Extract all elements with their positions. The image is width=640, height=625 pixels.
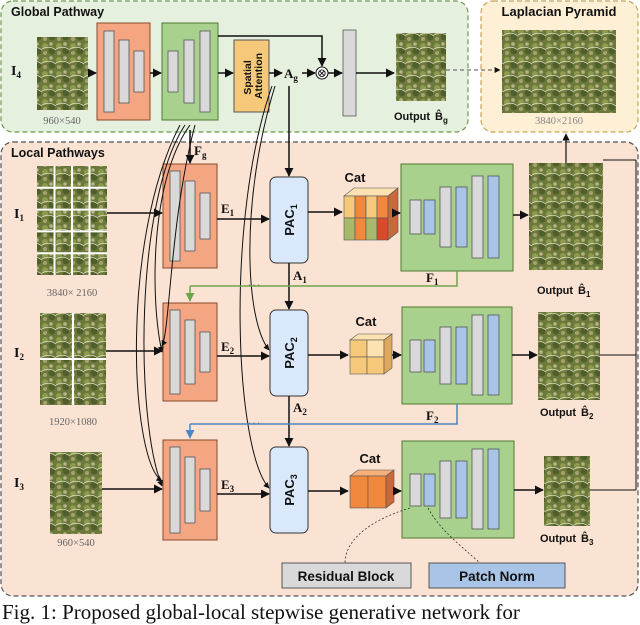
laplacian-res: 3840×2160 bbox=[535, 116, 583, 127]
input-res-i1: 3840× 2160 bbox=[47, 288, 98, 299]
input-label-i4: I4 bbox=[11, 64, 21, 80]
pac3-label: PAC3 bbox=[282, 474, 299, 506]
local-pathways-title: Local Pathways bbox=[11, 146, 105, 160]
figure-caption: Fig. 1: Proposed global-local stepwise g… bbox=[2, 600, 520, 624]
signal-f2-label: F2 bbox=[426, 408, 439, 425]
cat-label-3: Cat bbox=[360, 451, 382, 466]
global-arrows bbox=[87, 35, 395, 78]
global-output-image bbox=[396, 33, 446, 101]
cat-cube-3 bbox=[349, 469, 395, 509]
pac3-block bbox=[269, 446, 309, 534]
input-label-i2: I2 bbox=[14, 346, 24, 362]
spatial-attention-label: Spatial Attention bbox=[242, 53, 265, 99]
local-encoder-2 bbox=[162, 302, 218, 402]
global-skip-curves bbox=[136, 85, 276, 489]
legend-residual-block bbox=[281, 562, 412, 589]
legend-residual-block-label: Residual Block bbox=[298, 569, 395, 584]
signal-f1-label: F1 bbox=[426, 270, 439, 287]
signal-e1-label: E1 bbox=[221, 201, 235, 218]
input-i2-tile-grid bbox=[40, 313, 106, 405]
input-res-i2: 1920×1080 bbox=[49, 417, 97, 428]
input-image-i3 bbox=[50, 452, 102, 534]
legend-pointers bbox=[344, 507, 481, 564]
input-res-i4: 960×540 bbox=[43, 116, 80, 127]
laplacian-pyramid-title: Laplacian Pyramid bbox=[502, 4, 617, 19]
signal-e3-label: E3 bbox=[221, 477, 235, 494]
global-decoder-layers bbox=[167, 30, 211, 113]
cat-cube-1 bbox=[343, 187, 399, 241]
global-pathway-title: Global Pathway bbox=[11, 5, 104, 19]
input-label-i3: I3 bbox=[14, 476, 24, 492]
pac2-label: PAC2 bbox=[282, 337, 299, 369]
spatial-attention-block bbox=[233, 39, 270, 113]
output-merge-lines bbox=[590, 159, 637, 491]
f2-feedback-arrow bbox=[185, 404, 458, 439]
local-encoder-1 bbox=[162, 163, 218, 269]
pac1-label: PAC1 bbox=[282, 204, 299, 236]
f1-dots: · · · bbox=[248, 281, 260, 290]
cat-label-1: Cat bbox=[345, 170, 367, 185]
input-i1-tile-grid bbox=[37, 166, 107, 275]
signal-ag-label: Ag bbox=[284, 66, 298, 83]
cat-cube-2 bbox=[349, 333, 393, 375]
input-label-i1: I1 bbox=[14, 207, 24, 223]
output-image-b1 bbox=[529, 163, 603, 270]
multiply-symbol: ⊗ bbox=[317, 66, 327, 80]
cat-label-2: Cat bbox=[356, 314, 378, 329]
local-encoder-3 bbox=[162, 439, 218, 541]
legend-patch-norm bbox=[428, 562, 566, 589]
signal-fg-label: Fg bbox=[194, 143, 207, 160]
f1-feedback-arrow bbox=[185, 271, 458, 302]
global-encoder-layers bbox=[103, 30, 145, 113]
local-decoder-1 bbox=[400, 163, 514, 272]
f2-dots: · · · bbox=[248, 419, 260, 428]
local-decoder-3 bbox=[401, 440, 515, 539]
output-image-b3 bbox=[544, 456, 590, 526]
output-image-b2 bbox=[538, 312, 600, 400]
global-output-layer bbox=[342, 29, 357, 117]
input-image-i4 bbox=[37, 37, 88, 110]
input-res-i3: 960×540 bbox=[57, 538, 94, 549]
signal-e2-label: E2 bbox=[221, 339, 235, 356]
local-flow-arrows bbox=[102, 86, 544, 499]
signal-a1-label: A1 bbox=[293, 268, 307, 285]
laplacian-output-image bbox=[502, 30, 616, 113]
local-decoder-2 bbox=[401, 306, 513, 405]
signal-a2-label: A2 bbox=[293, 400, 307, 417]
legend-patch-norm-label: Patch Norm bbox=[459, 569, 535, 584]
